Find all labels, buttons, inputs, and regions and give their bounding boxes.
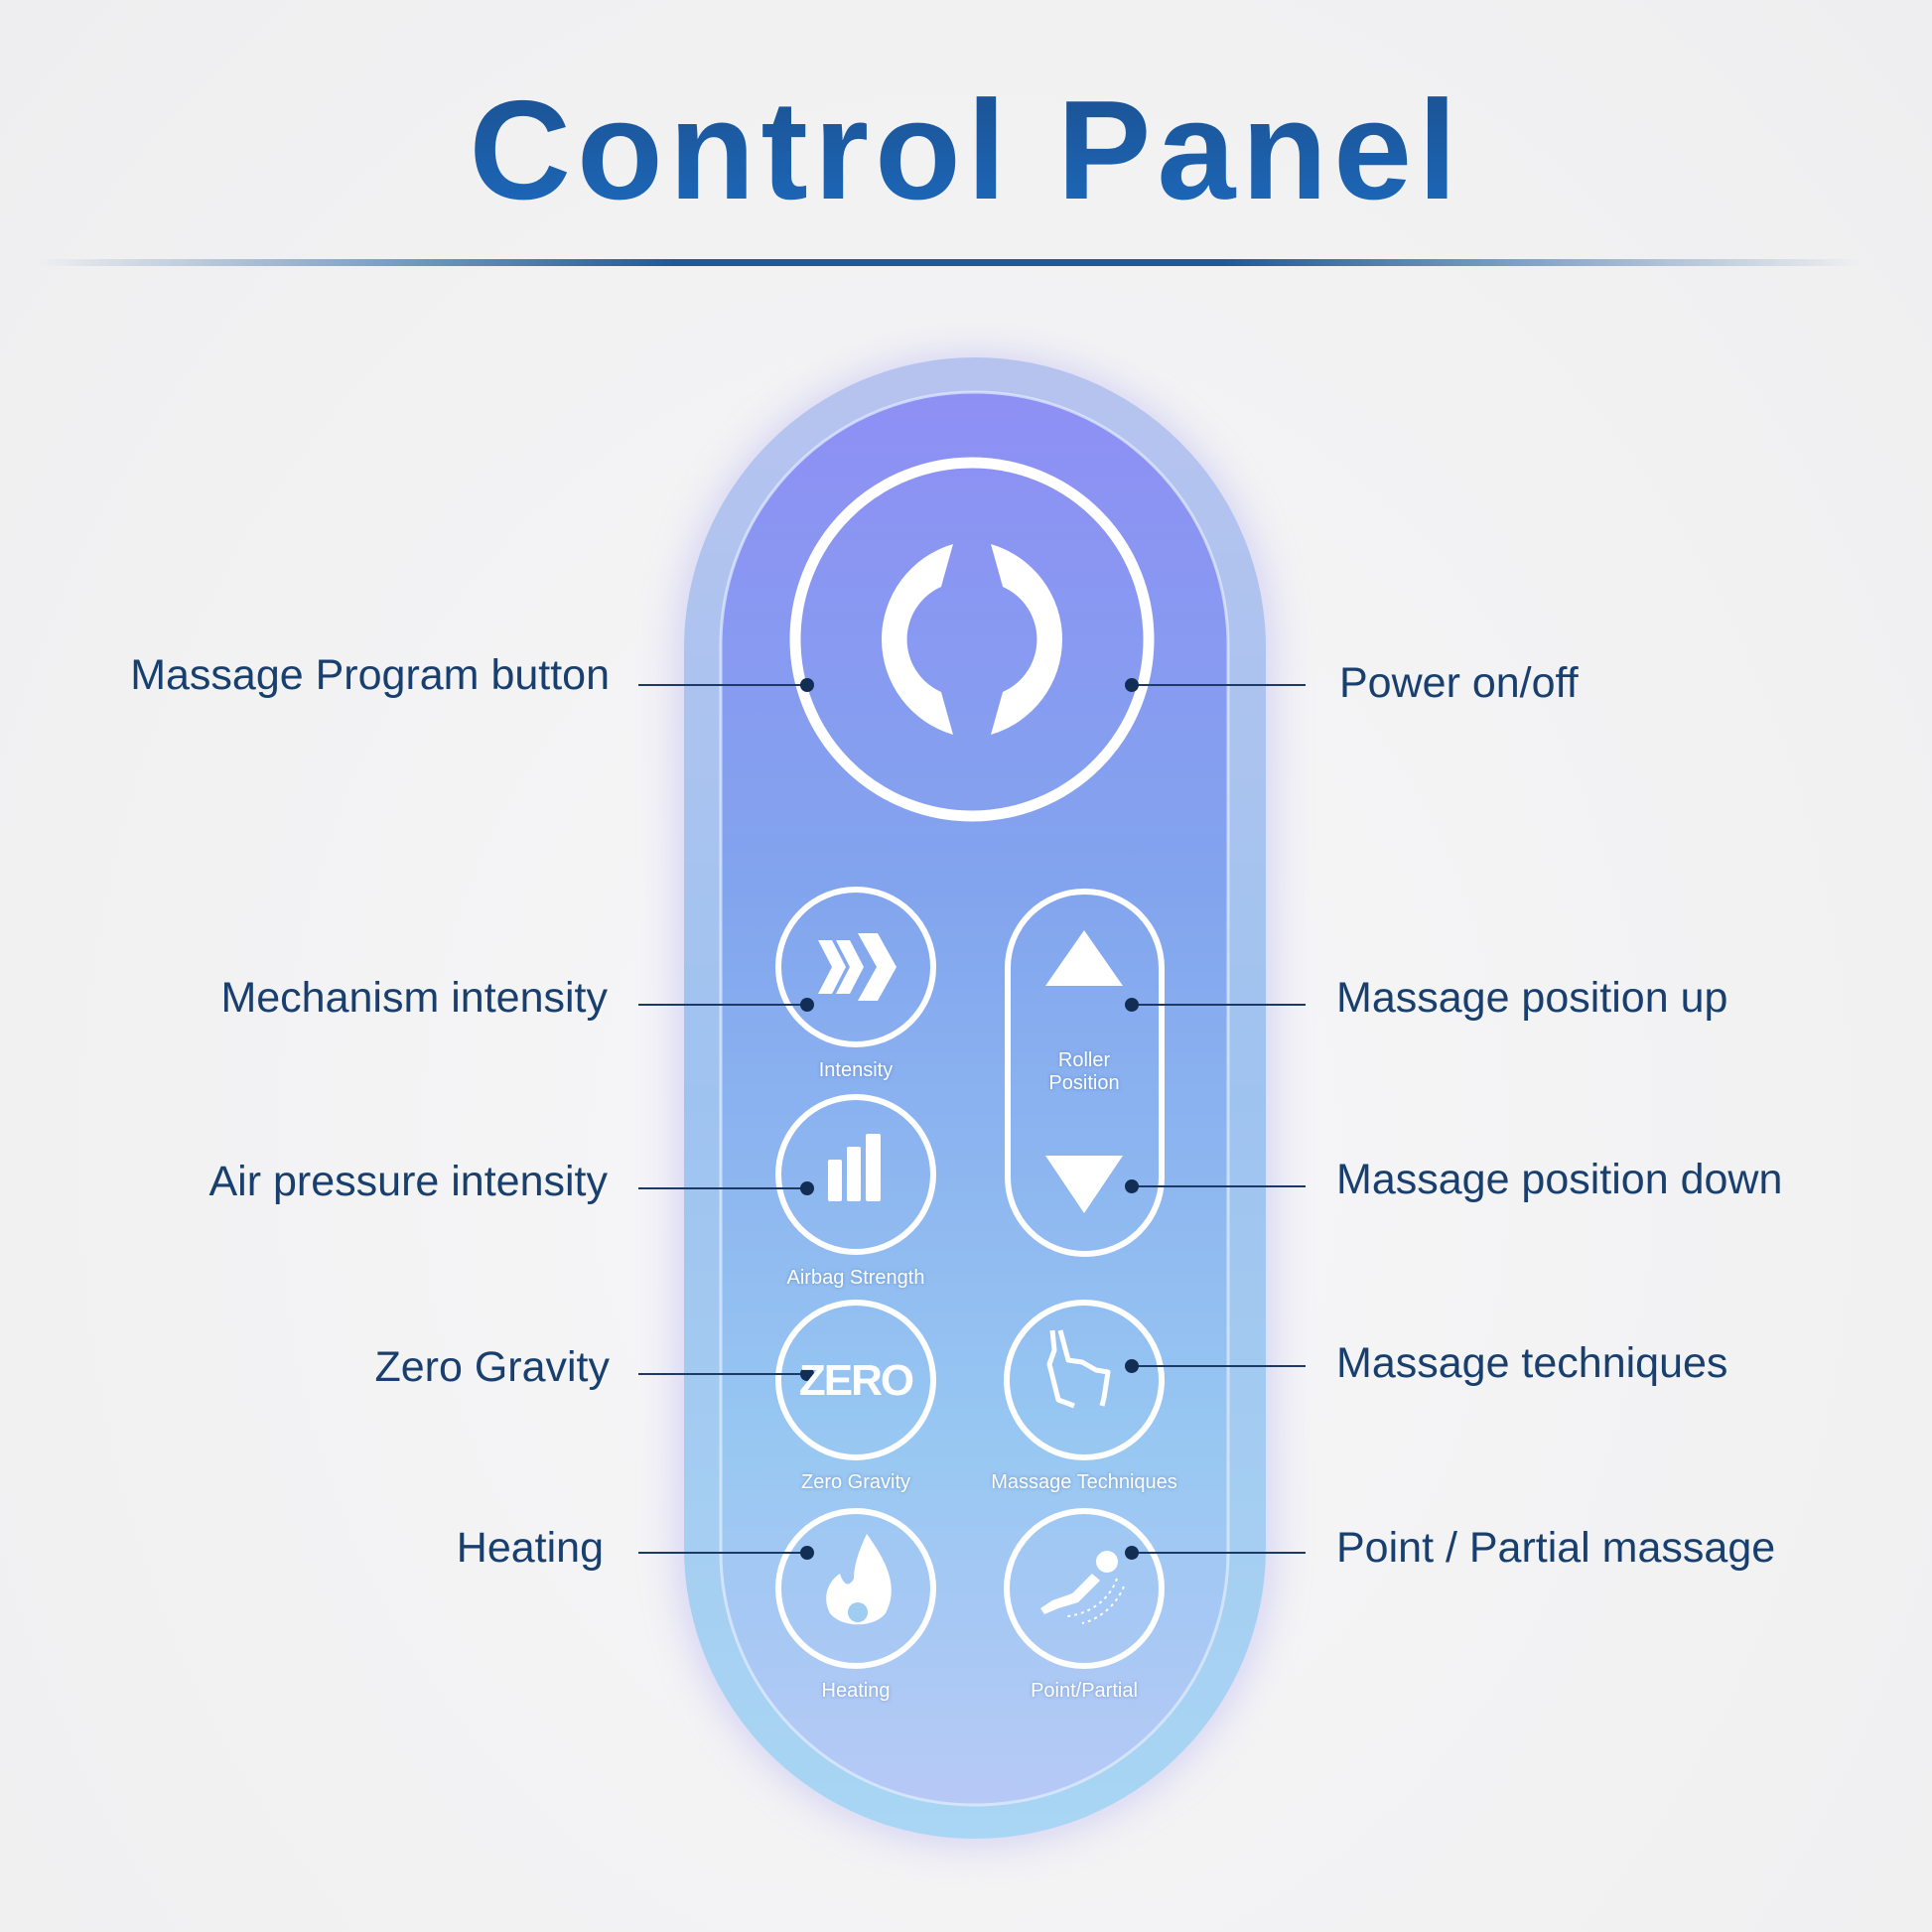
techniques-label: Massage Techniques xyxy=(991,1471,1177,1493)
airbag-label: Airbag Strength xyxy=(786,1267,925,1289)
callout-position-down: Massage position down xyxy=(1336,1156,1783,1203)
callout-techniques: Massage techniques xyxy=(1336,1339,1728,1387)
callout-power: Power on/off xyxy=(1339,659,1579,707)
title-divider xyxy=(37,259,1861,266)
recliner-icon xyxy=(1040,1551,1125,1624)
point-partial-button xyxy=(1004,1508,1165,1669)
zero-gravity-label: Zero Gravity xyxy=(800,1471,911,1493)
page-title: Control Panel xyxy=(0,69,1932,232)
roller-label-1: Roller xyxy=(1057,1049,1111,1071)
zero-icon: ZERO xyxy=(798,1356,914,1405)
flame-icon xyxy=(826,1534,892,1625)
zero-gravity-button xyxy=(775,1300,936,1460)
chevrons-icon xyxy=(818,933,897,1001)
power-program-button[interactable] xyxy=(789,457,1155,822)
heating-label: Heating xyxy=(821,1680,891,1702)
callout-dots xyxy=(800,678,1139,1560)
arrow-down-icon xyxy=(1045,1156,1123,1213)
callout-mechanism-intensity: Mechanism intensity xyxy=(220,974,608,1022)
callout-air-pressure: Air pressure intensity xyxy=(208,1158,609,1205)
callout-heating: Heating xyxy=(456,1524,604,1572)
callout-zero-gravity: Zero Gravity xyxy=(374,1343,610,1391)
power-icon xyxy=(882,544,953,735)
bars-icon xyxy=(828,1134,881,1201)
intensity-label: Intensity xyxy=(818,1059,894,1081)
roller-position-button xyxy=(1005,889,1165,1257)
heating-button xyxy=(775,1508,936,1669)
airbag-button xyxy=(775,1094,936,1255)
arrow-up-icon xyxy=(1045,930,1123,986)
roller-label-2: Position xyxy=(1048,1072,1120,1094)
intensity-button xyxy=(775,887,936,1047)
callout-position-up: Massage position up xyxy=(1336,974,1728,1022)
callout-point-partial: Point / Partial massage xyxy=(1336,1524,1776,1572)
techniques-button xyxy=(1004,1300,1165,1460)
point-partial-label: Point/Partial xyxy=(1031,1680,1138,1702)
finger-icon xyxy=(1046,1329,1111,1409)
callout-program: Massage Program button xyxy=(130,651,610,699)
remote-panel xyxy=(719,390,1230,1807)
